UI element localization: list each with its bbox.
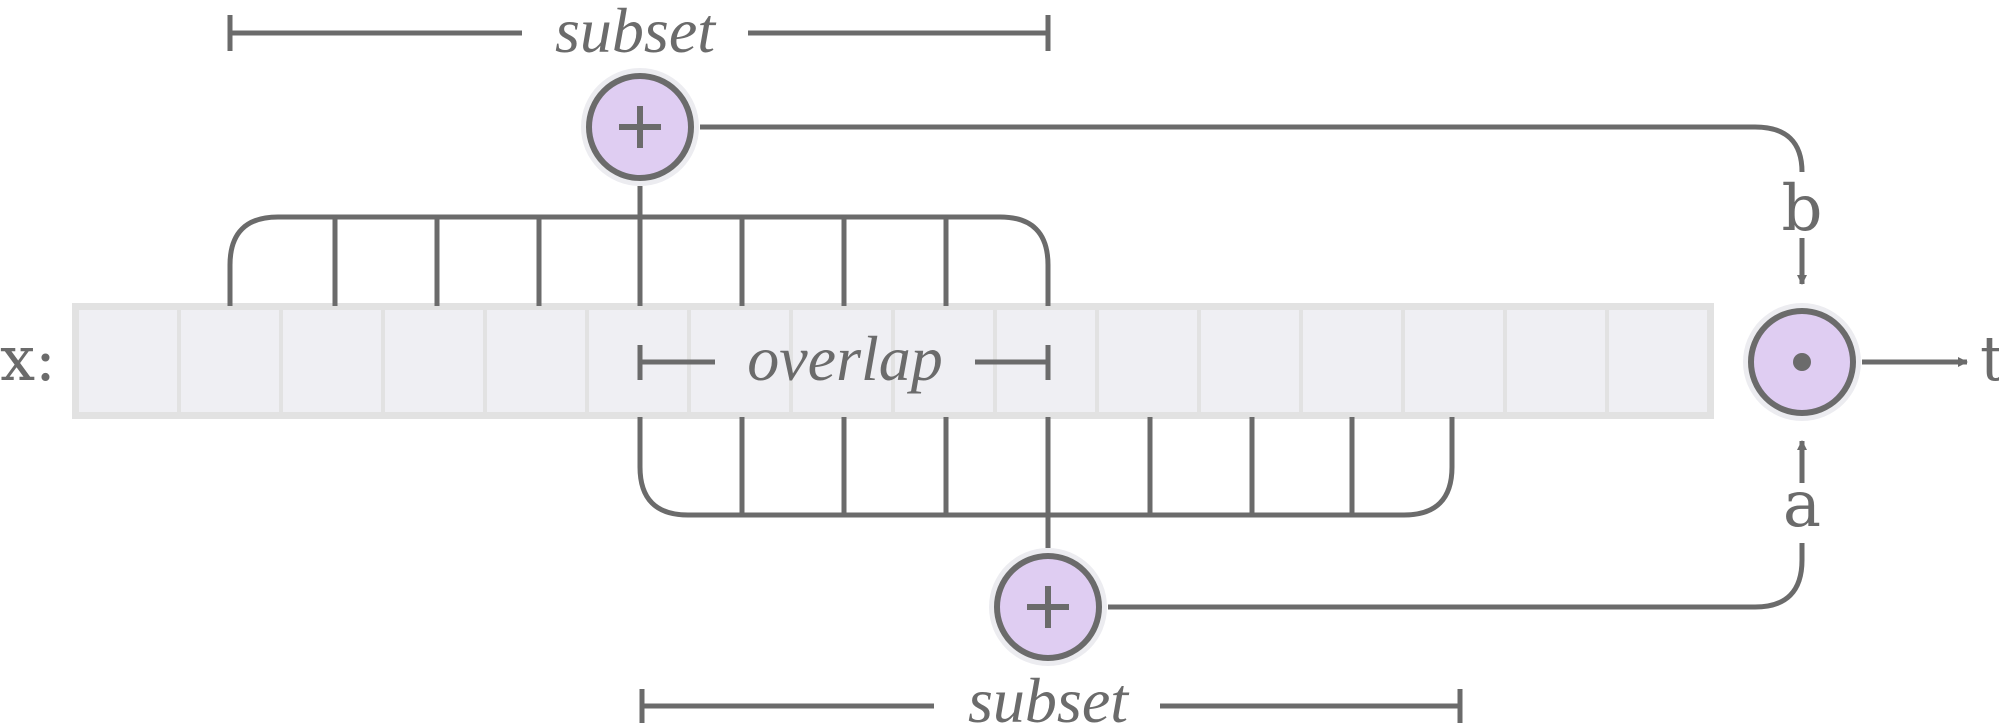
input-cell — [789, 306, 895, 416]
input-cell — [483, 306, 589, 416]
product-node — [1743, 303, 1861, 421]
input-cell — [1095, 306, 1201, 416]
dot-icon — [1793, 353, 1811, 371]
input-cell — [381, 306, 487, 416]
bottom-subset-span — [639, 689, 1463, 723]
b-connector — [700, 124, 1805, 173]
input-cell — [1197, 306, 1303, 416]
input-cell — [177, 306, 283, 416]
input-cell — [1401, 306, 1507, 416]
bottom-group-bracket — [637, 417, 1455, 548]
bottom-sum-node — [989, 548, 1107, 666]
input-array — [72, 303, 1714, 419]
top-subset-span — [227, 15, 1051, 51]
input-cell — [1503, 306, 1609, 416]
input-cell — [1299, 306, 1405, 416]
b-label: b — [1782, 172, 1823, 246]
top-group-bracket — [227, 186, 1051, 306]
output-label: t — [1980, 322, 1999, 395]
input-cell — [1605, 306, 1711, 416]
input-cell — [891, 306, 997, 416]
a-connector — [1108, 543, 1805, 610]
input-label: x: — [0, 322, 56, 395]
bottom-subset-label: subset — [968, 665, 1130, 725]
overlap-span — [637, 345, 1051, 380]
overlap-label: overlap — [747, 323, 943, 394]
top-subset-label: subset — [555, 0, 717, 66]
input-cell — [279, 306, 385, 416]
input-cell — [75, 306, 181, 416]
top-sum-node — [581, 68, 699, 186]
